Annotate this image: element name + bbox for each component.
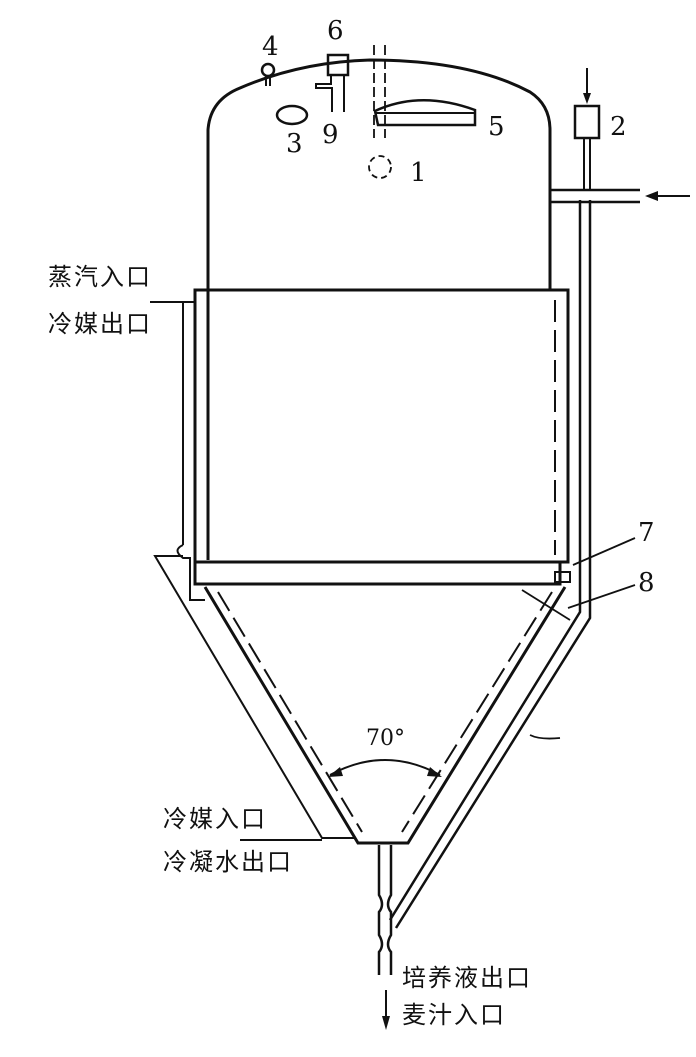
- valve-6: [326, 53, 350, 77]
- inlet-arrowhead: [645, 191, 658, 201]
- leader-8b: [521, 589, 571, 621]
- wort-inlet-label: 麦汁入口: [402, 1001, 506, 1029]
- probe-1-bulb: [368, 155, 392, 179]
- label-3: 3: [286, 129, 303, 159]
- condensate-outlet-label: 冷凝水出口: [163, 848, 293, 876]
- label-2: 2: [610, 112, 627, 142]
- manhole-5: [373, 99, 477, 127]
- coolant-inlet-label: 冷媒入口: [163, 805, 267, 833]
- left-pipe-bend: [176, 544, 205, 601]
- culture-outlet-label: 培养液出口: [402, 964, 532, 992]
- cooling-jacket: [193, 288, 570, 564]
- coolant-outlet-label: 冷媒出口: [48, 310, 152, 338]
- tee-fitting: [550, 188, 640, 204]
- angle-label: 70°: [366, 726, 405, 751]
- angle-arrow-right: [427, 767, 442, 777]
- angle-arc: [329, 759, 441, 776]
- thermometer-9: [315, 75, 333, 112]
- steam-inlet-label: 蒸汽入口: [48, 263, 152, 291]
- outer-pipe-right: [388, 200, 582, 921]
- label-1: 1: [410, 158, 427, 188]
- band-tab: [554, 571, 571, 583]
- cone: [203, 586, 567, 845]
- sight-glass-3: [275, 104, 309, 126]
- pressure-gauge-4: [260, 62, 276, 78]
- label-5: 5: [488, 112, 505, 142]
- label-6: 6: [327, 16, 344, 46]
- outlet-pipe: [377, 845, 393, 975]
- cone-dash-right: [401, 591, 553, 833]
- label-4: 4: [262, 32, 279, 62]
- label-7: 7: [638, 518, 655, 548]
- label-9: 9: [322, 120, 339, 150]
- outlet-arrowhead: [382, 1016, 390, 1030]
- leader-8: [567, 584, 636, 609]
- support-band: [193, 560, 562, 586]
- outer-jacket-left: [153, 555, 355, 839]
- device-2-arrowhead: [583, 93, 591, 104]
- gauge-stem: [265, 76, 271, 86]
- tank-shell: [206, 58, 552, 560]
- outer-pipe-right-2: [394, 200, 592, 929]
- leader-7: [572, 537, 636, 566]
- angle-arrow-left: [328, 767, 343, 777]
- leader-jacket: [529, 734, 561, 740]
- device-2-pipe: [583, 138, 591, 190]
- device-2: [573, 104, 601, 140]
- label-8: 8: [638, 568, 655, 598]
- probe-1: [373, 45, 386, 138]
- cone-dash-left: [217, 591, 363, 833]
